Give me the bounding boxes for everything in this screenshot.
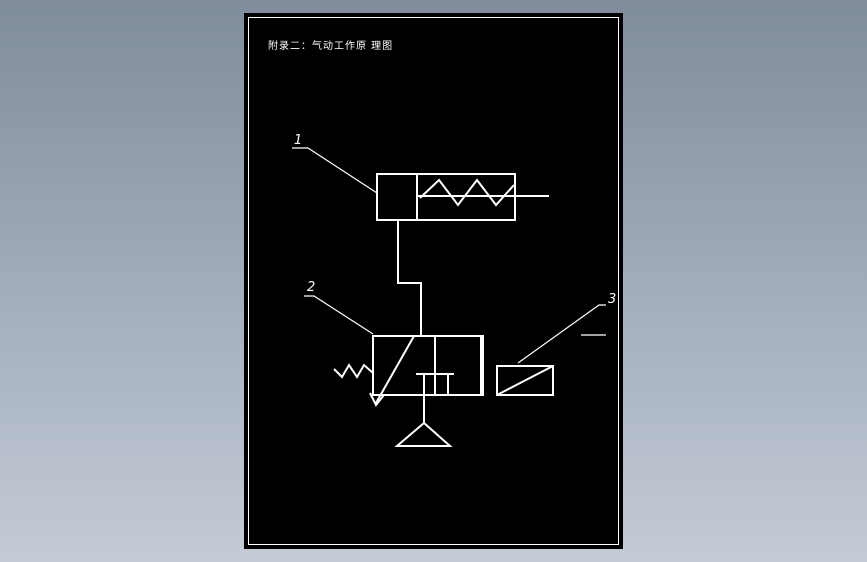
- drawing-title: 附录二：气动工作原 理图: [268, 41, 394, 52]
- drawing-border: [248, 17, 619, 545]
- callout-1: 1: [294, 133, 302, 148]
- leader-line-2: [304, 295, 374, 335]
- callout-3: 3: [608, 292, 616, 307]
- exhaust-symbol: [394, 421, 453, 447]
- valve-flow-arrow: [375, 335, 415, 404]
- callout-2: 2: [307, 280, 315, 295]
- valve-return-spring: [333, 363, 374, 379]
- pneumatic-schematic: 1 2 3: [292, 133, 616, 447]
- solenoid-diagonal: [496, 365, 554, 396]
- drawing-sheet: 附录二：气动工作原 理图: [244, 13, 623, 549]
- cylinder-spring: [419, 178, 515, 207]
- solenoid-valve: [333, 335, 554, 407]
- valve-body: [372, 335, 484, 396]
- valve-arrow-head: [369, 392, 385, 407]
- solenoid-actuator: [496, 365, 554, 396]
- leader-line-1: [292, 147, 378, 194]
- air-line: [397, 220, 422, 336]
- leader-line-3: [517, 304, 606, 364]
- spring-return-cylinder: [376, 173, 549, 221]
